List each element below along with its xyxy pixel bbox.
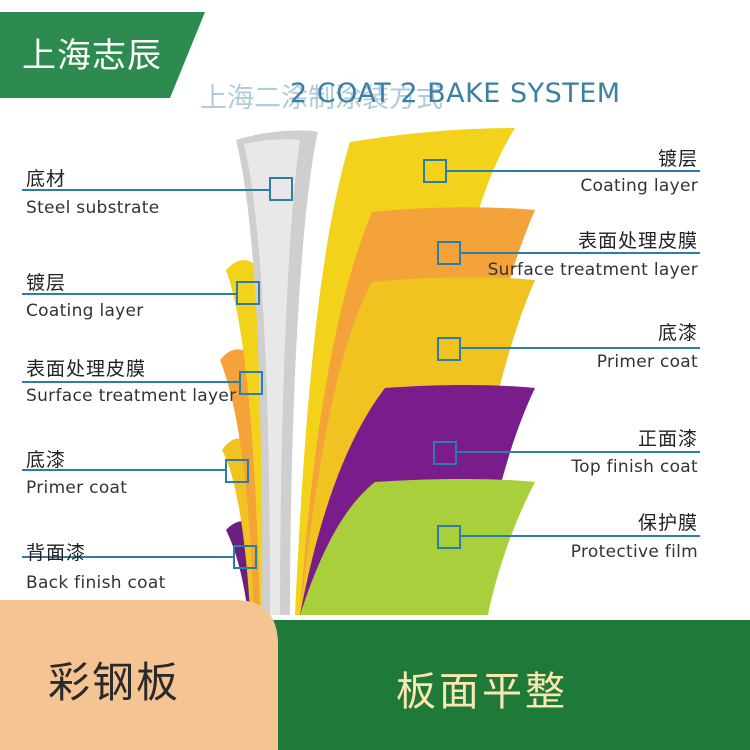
left-label-treatment-zh: 表面处理皮膜 bbox=[26, 358, 147, 380]
right-label-treatment-zh: 表面处理皮膜 bbox=[577, 230, 698, 252]
left-label-primer-en: Primer coat bbox=[26, 478, 128, 498]
diagram-title-zh: 上海二涂制涂装方式 bbox=[200, 83, 443, 114]
right-label-coating-en: Coating layer bbox=[580, 176, 698, 196]
right-label-coating-zh: 镀层 bbox=[657, 148, 698, 170]
right-label-top-finish-en: Top finish coat bbox=[571, 457, 698, 477]
protective-film-layer-right bbox=[300, 479, 535, 615]
left-label-coating-zh: 镀层 bbox=[26, 272, 67, 294]
brand-label: 上海志辰 bbox=[22, 36, 162, 76]
diagram-title-en: 2 COAT 2 BAKE SYSTEM bbox=[290, 78, 621, 109]
right-label-treatment-en: Surface treatment layer bbox=[487, 260, 698, 280]
left-label-back-finish-zh: 背面漆 bbox=[26, 542, 87, 564]
right-label-top-finish-zh: 正面漆 bbox=[637, 428, 698, 450]
left-label-steel-en: Steel substrate bbox=[26, 198, 160, 218]
right-label-primer-en: Primer coat bbox=[596, 352, 698, 372]
brand-tab bbox=[0, 12, 205, 98]
product-label: 彩钢板 bbox=[48, 658, 181, 707]
steel-substrate-shade bbox=[244, 139, 300, 615]
left-label-treatment-en: Surface treatment layer bbox=[26, 386, 237, 406]
left-label-back-finish-en: Back finish coat bbox=[26, 573, 166, 593]
feature-label: 板面平整 bbox=[396, 669, 568, 715]
left-label-primer-zh: 底漆 bbox=[26, 449, 67, 471]
left-label-steel-zh: 底材 bbox=[26, 168, 67, 190]
right-label-protective-zh: 保护膜 bbox=[637, 512, 698, 534]
right-label-protective-en: Protective film bbox=[570, 542, 698, 562]
footer-left-panel bbox=[0, 600, 278, 750]
left-label-coating-en: Coating layer bbox=[26, 301, 144, 321]
right-label-primer-zh: 底漆 bbox=[657, 322, 698, 344]
